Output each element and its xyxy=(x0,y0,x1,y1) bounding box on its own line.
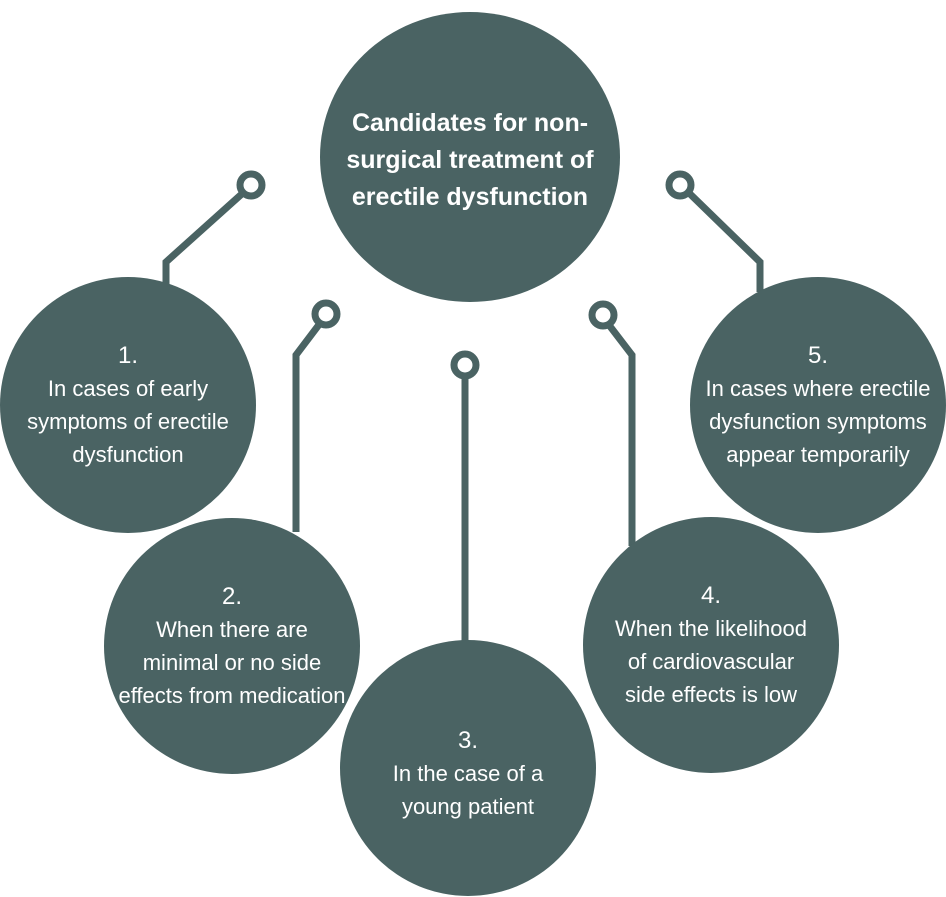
connector-2-ring xyxy=(311,299,341,329)
candidate-item-5-number: 5. xyxy=(807,342,828,369)
candidate-item-3: 3. In the case of a young patient xyxy=(340,640,596,896)
candidate-item-5-text: In cases where erectile dysfunction symp… xyxy=(705,376,931,467)
central-topic-title: Candidates for non-surgical treatment of… xyxy=(346,108,594,211)
candidate-item-1-text: In cases of early symptoms of erectile d… xyxy=(27,376,229,467)
connector-1-ring xyxy=(236,170,266,200)
central-topic-circle: Candidates for non-surgical treatment of… xyxy=(320,12,620,302)
candidate-item-2: 2. When there are minimal or no side eff… xyxy=(104,518,360,774)
candidate-item-4-text: When the likelihood of cardiovascular si… xyxy=(614,616,807,707)
candidate-item-2-number: 2. xyxy=(221,583,242,610)
candidate-item-4-number: 4. xyxy=(700,582,721,609)
candidate-item-2-text: When there are minimal or no side effect… xyxy=(118,617,346,708)
candidate-item-3-number: 3. xyxy=(457,726,478,754)
connector-5-line xyxy=(685,189,764,292)
candidate-item-1: 1. In cases of early symptoms of erectil… xyxy=(0,277,256,533)
candidate-item-4: 4. When the likelihood of cardiovascular… xyxy=(583,517,839,773)
connector-5-ring xyxy=(665,170,695,200)
candidate-item-3-text: In the case of a young patient xyxy=(392,760,544,819)
connector-3-ring xyxy=(450,350,480,380)
connector-2-line xyxy=(292,319,324,532)
candidate-item-1-number: 1. xyxy=(117,342,138,369)
connector-4-ring xyxy=(588,300,618,330)
connector-4-line xyxy=(606,322,636,546)
connector-1-line xyxy=(162,189,247,290)
candidate-item-5: 5. In cases where erectile dysfunction s… xyxy=(690,277,946,533)
